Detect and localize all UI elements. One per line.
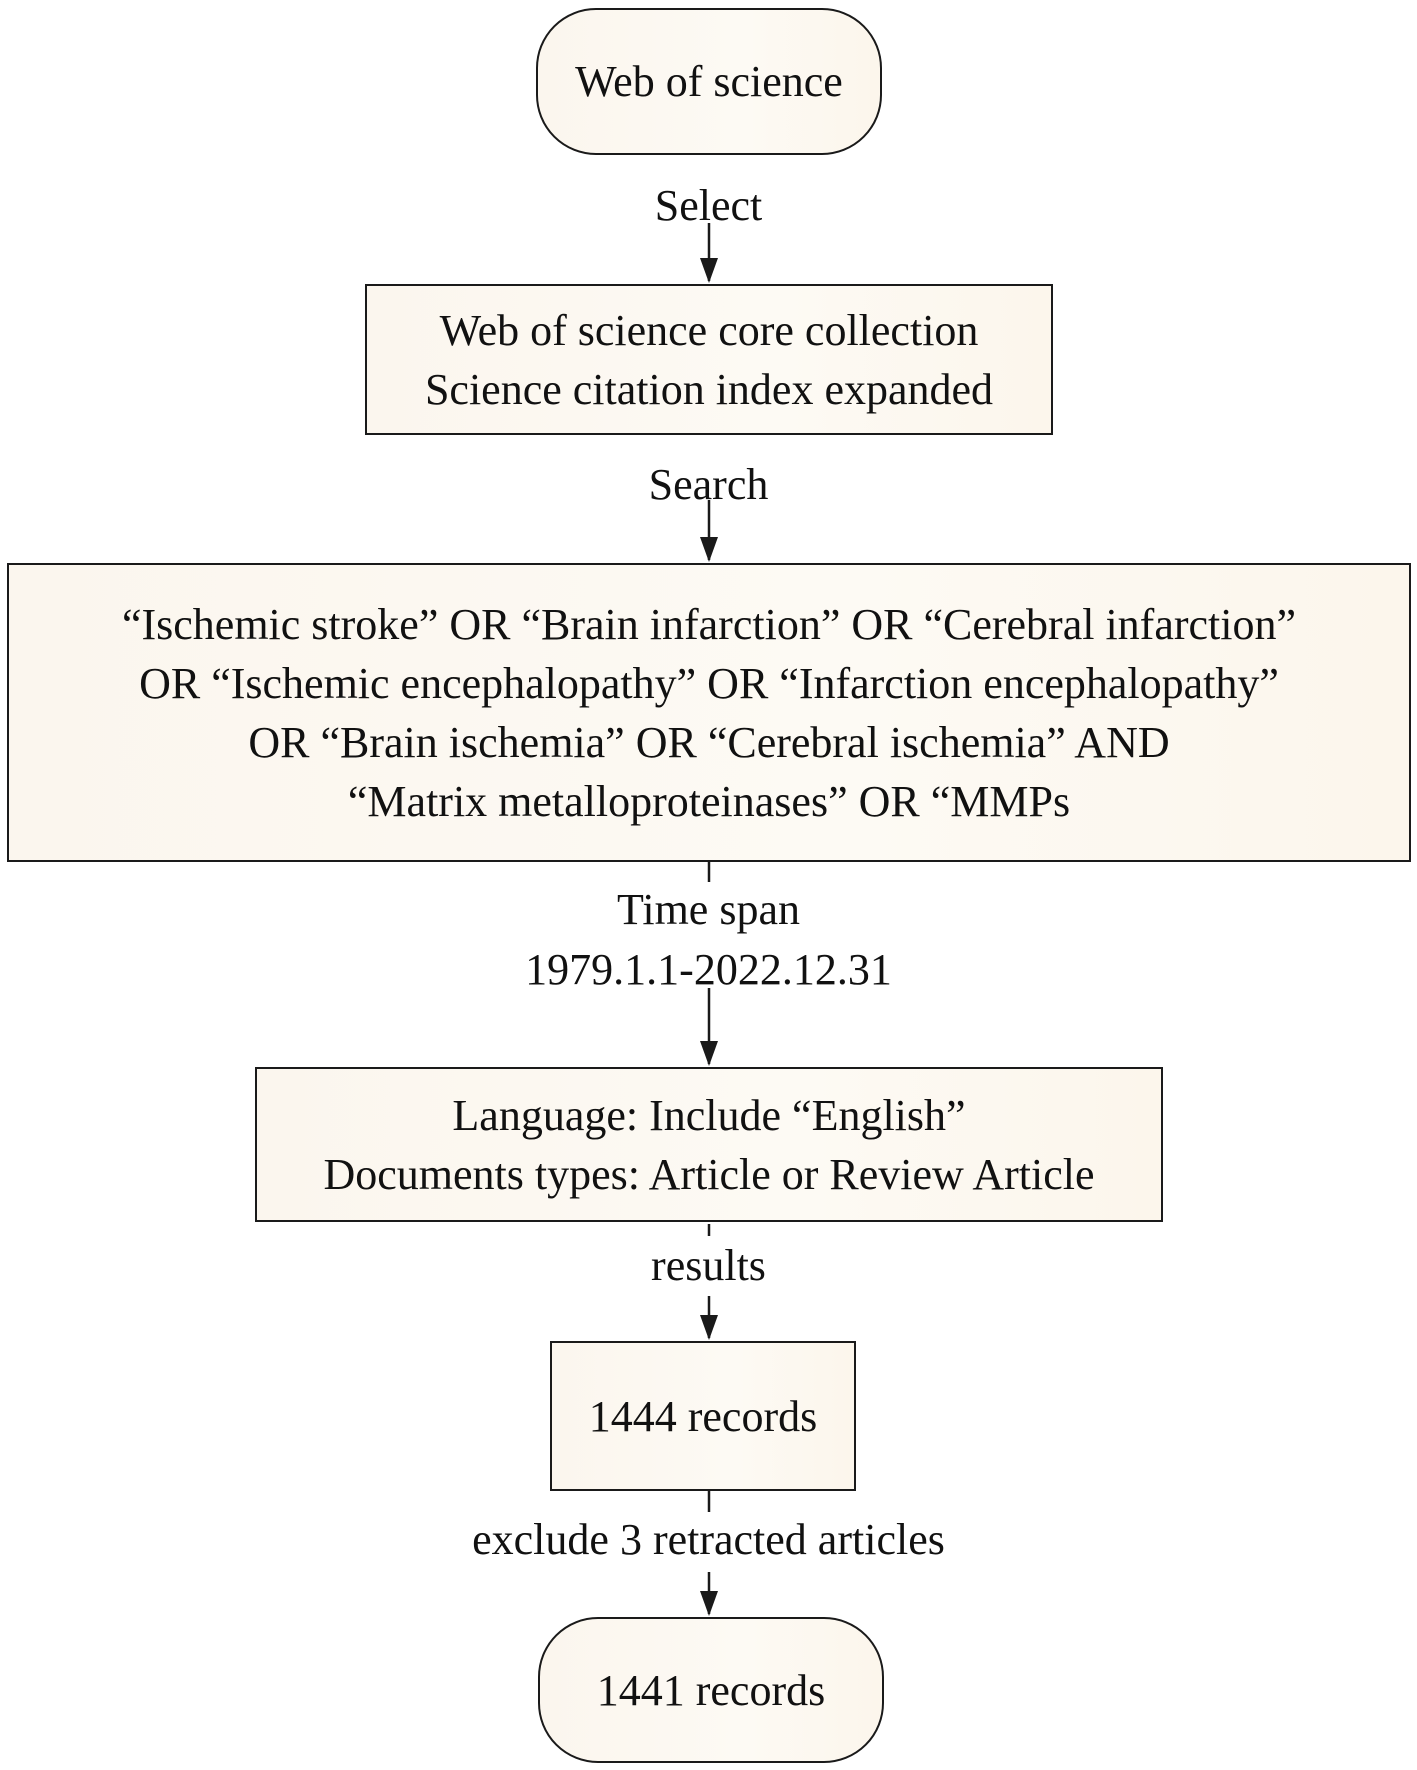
query-line-3: OR “Brain ischemia” OR “Cerebral ischemi… (248, 717, 1170, 767)
filters-line-1: Language: Include “English” (452, 1090, 966, 1140)
edge-label-exclude: exclude 3 retracted articles (472, 1515, 945, 1564)
arrowhead-results (700, 1315, 718, 1340)
start-node: Web of science (536, 8, 882, 155)
query-line-2: OR “Ischemic encephalopathy” OR “Infarct… (139, 658, 1279, 708)
edge-label-select: Select (654, 181, 763, 230)
edge-label-timespan-range: 1979.1.1-2022.12.31 (525, 945, 892, 994)
edge-label-timespan-title: Time span (617, 885, 800, 934)
start-node-label: Web of science (575, 57, 843, 106)
records-total-label: 1444 records (588, 1391, 818, 1441)
database-node: Web of science core collection Science c… (365, 284, 1053, 435)
edge-label-results: results (651, 1241, 766, 1290)
query-line-4: “Matrix metalloproteinases” OR “MMPs (347, 776, 1071, 826)
filters-line-2: Documents types: Article or Review Artic… (323, 1149, 1095, 1199)
records-final-node: 1441 records (538, 1617, 884, 1763)
arrowhead-timespan (700, 1041, 718, 1066)
records-total-node: 1444 records (550, 1341, 856, 1491)
arrowhead-select (700, 258, 718, 283)
database-line-2: Science citation index expanded (424, 364, 994, 414)
database-line-1: Web of science core collection (439, 305, 979, 355)
arrowhead-search (700, 537, 718, 562)
records-final-label: 1441 records (596, 1665, 826, 1715)
arrowhead-exclude (700, 1591, 718, 1616)
query-line-1: “Ischemic stroke” OR “Brain infarction” … (121, 599, 1297, 649)
query-node: “Ischemic stroke” OR “Brain infarction” … (7, 563, 1411, 862)
filters-node: Language: Include “English” Documents ty… (255, 1067, 1163, 1222)
edge-label-search: Search (648, 460, 769, 509)
